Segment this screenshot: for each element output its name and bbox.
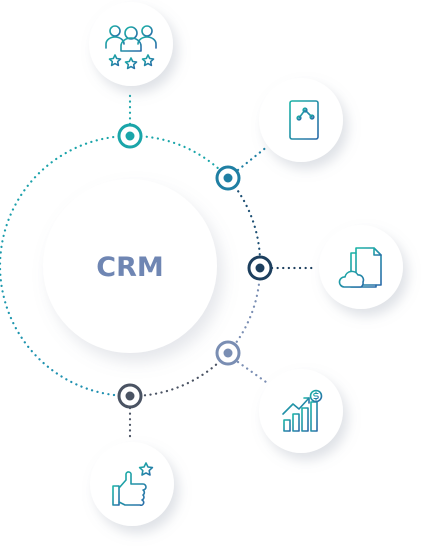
orbit-arc-top-right <box>128 134 230 180</box>
orbit-arc-right-upper <box>226 176 262 270</box>
ring-dot-notebook <box>215 165 241 191</box>
orbit-arc-bottom-right <box>128 351 230 398</box>
cloud-documents-icon <box>338 247 382 288</box>
ring-dot-growth <box>215 340 241 366</box>
ring-dots <box>117 123 273 409</box>
satellite-team <box>89 2 173 86</box>
team-rating-icon <box>105 25 157 70</box>
thumbs-up-star-icon <box>112 462 154 506</box>
satellite-growth <box>259 369 343 453</box>
crm-center: CRM <box>43 179 217 353</box>
connector-notebook <box>236 144 270 172</box>
ring-dot-feedback <box>117 383 143 409</box>
ring-dot-team <box>117 123 143 149</box>
crm-center-label: CRM <box>96 252 163 283</box>
satellite-feedback <box>90 442 174 526</box>
satellite-cloud <box>319 225 403 309</box>
notebook-graph-icon <box>286 100 319 140</box>
orbit-arc-left <box>0 134 132 398</box>
connector-growth <box>236 360 268 384</box>
satellite-notebook <box>259 78 343 162</box>
orbit-arc-right-lower <box>226 266 262 355</box>
ring-dot-cloud <box>247 255 273 281</box>
growth-chart-dollar-icon <box>280 389 323 432</box>
connectors <box>128 90 314 440</box>
